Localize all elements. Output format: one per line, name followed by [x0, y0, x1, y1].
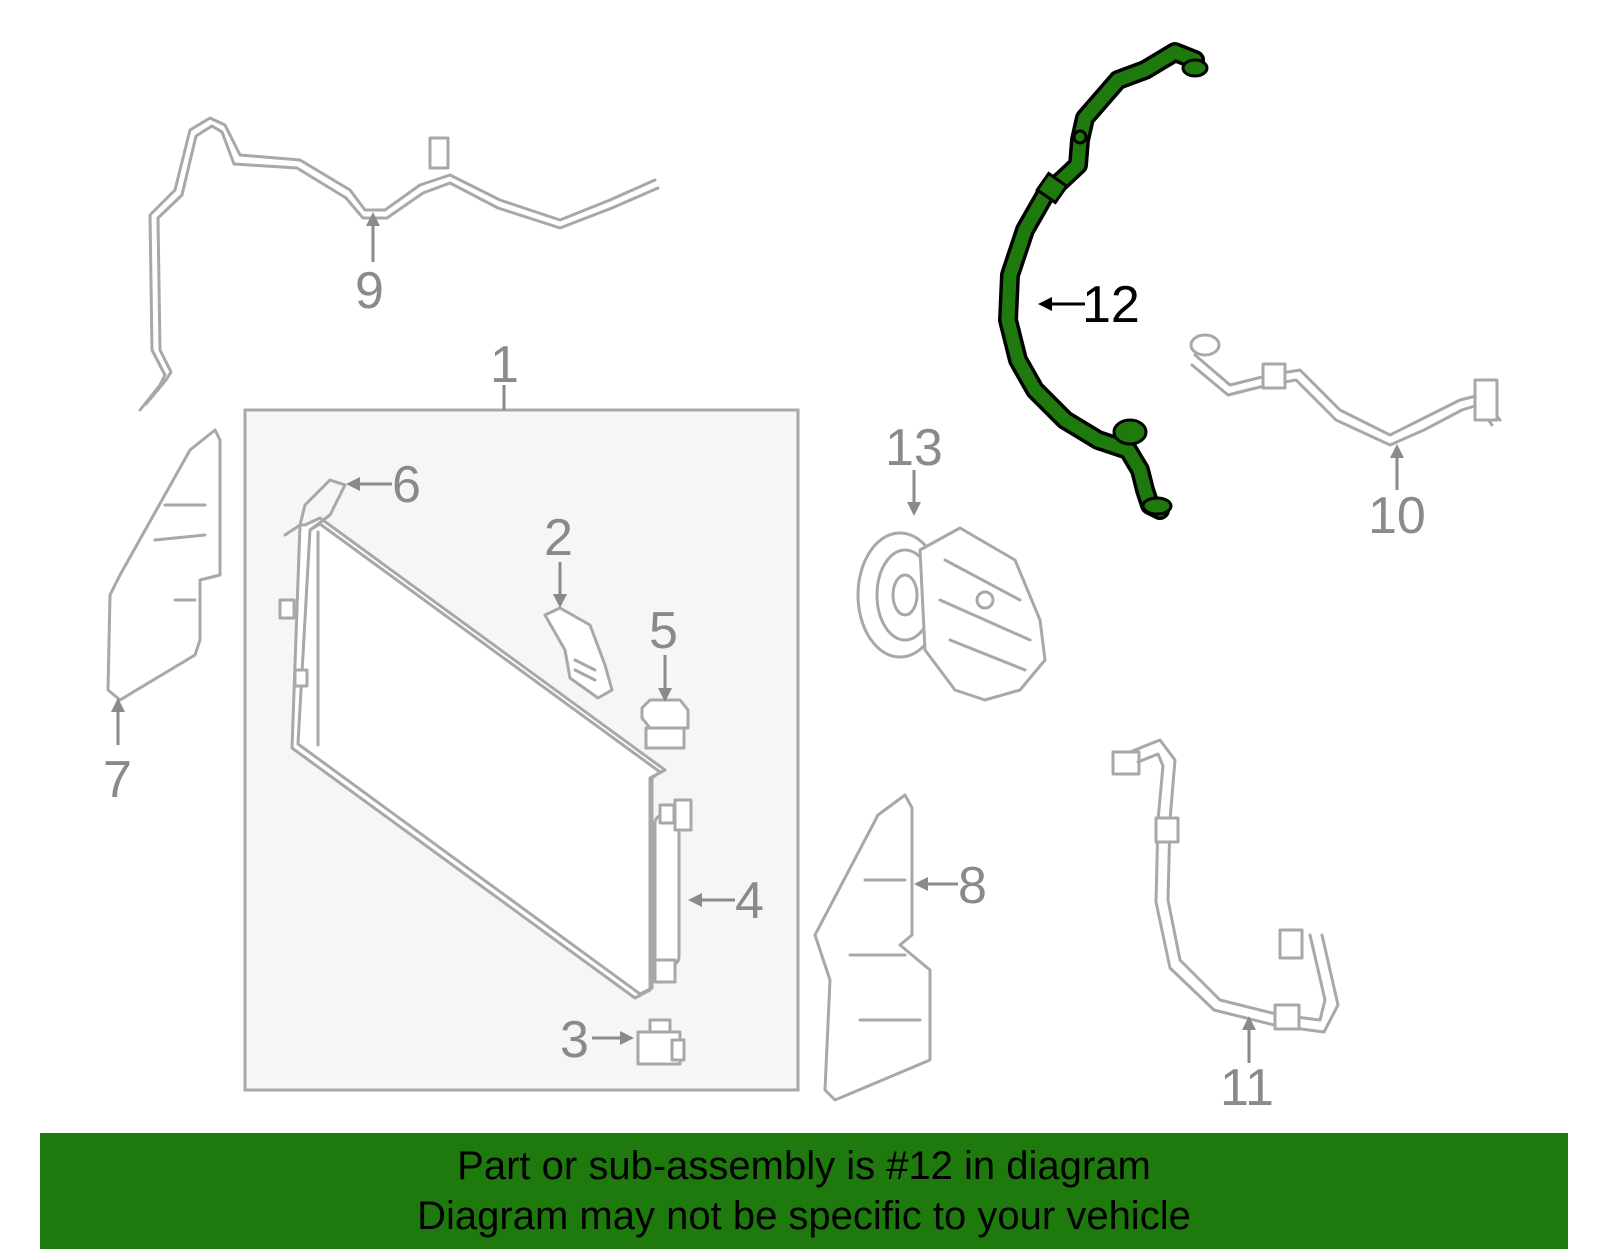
callout-8: 8: [958, 857, 987, 915]
part-4-receiver-drier[interactable]: [653, 798, 693, 984]
arrowhead-5: [658, 688, 672, 702]
callout-3: 3: [560, 1011, 589, 1069]
banner-line-2: Diagram may not be specific to your vehi…: [417, 1194, 1191, 1238]
condenser[interactable]: [278, 478, 667, 1000]
arrowhead-12: [1038, 297, 1052, 311]
arrowhead-9: [366, 212, 380, 226]
part-7-air-guide[interactable]: [106, 428, 222, 702]
callout-6: 6: [392, 456, 421, 514]
callout-1: 1: [490, 336, 519, 394]
callout-9: 9: [355, 262, 384, 320]
arrowhead-11: [1242, 1016, 1256, 1030]
callout-7: 7: [103, 751, 132, 809]
callout-10: 10: [1368, 487, 1426, 545]
arrowhead-2: [553, 594, 567, 608]
callout-12: 12: [1082, 276, 1140, 334]
part-5-plug[interactable]: [640, 698, 690, 750]
part-3-fitting[interactable]: [636, 1018, 686, 1066]
part-13-compressor[interactable]: [856, 526, 1047, 702]
arrowhead-8: [914, 877, 928, 891]
part-12-hose-highlighted[interactable]: [998, 42, 1209, 520]
callout-5: 5: [649, 602, 678, 660]
arrowhead-4: [688, 893, 702, 907]
arrowhead-6: [346, 477, 360, 491]
part-9-tube[interactable]: [138, 116, 660, 412]
arrowhead-3: [620, 1031, 634, 1045]
callout-4: 4: [735, 872, 764, 930]
callout-2: 2: [544, 509, 573, 567]
arrowhead-10: [1390, 444, 1404, 458]
info-banner: Part or sub-assembly is #12 in diagram D…: [40, 1133, 1568, 1249]
arrowhead-13: [907, 502, 921, 516]
part-2-bracket[interactable]: [543, 606, 614, 700]
part-11-hose[interactable]: [1111, 738, 1340, 1034]
callout-11: 11: [1220, 1059, 1274, 1117]
part-10-pipe[interactable]: [1189, 333, 1502, 447]
part-8-air-guide[interactable]: [813, 793, 932, 1102]
banner-line-1: Part or sub-assembly is #12 in diagram: [457, 1144, 1151, 1188]
arrowhead-7: [111, 698, 125, 712]
callout-13: 13: [885, 419, 943, 477]
